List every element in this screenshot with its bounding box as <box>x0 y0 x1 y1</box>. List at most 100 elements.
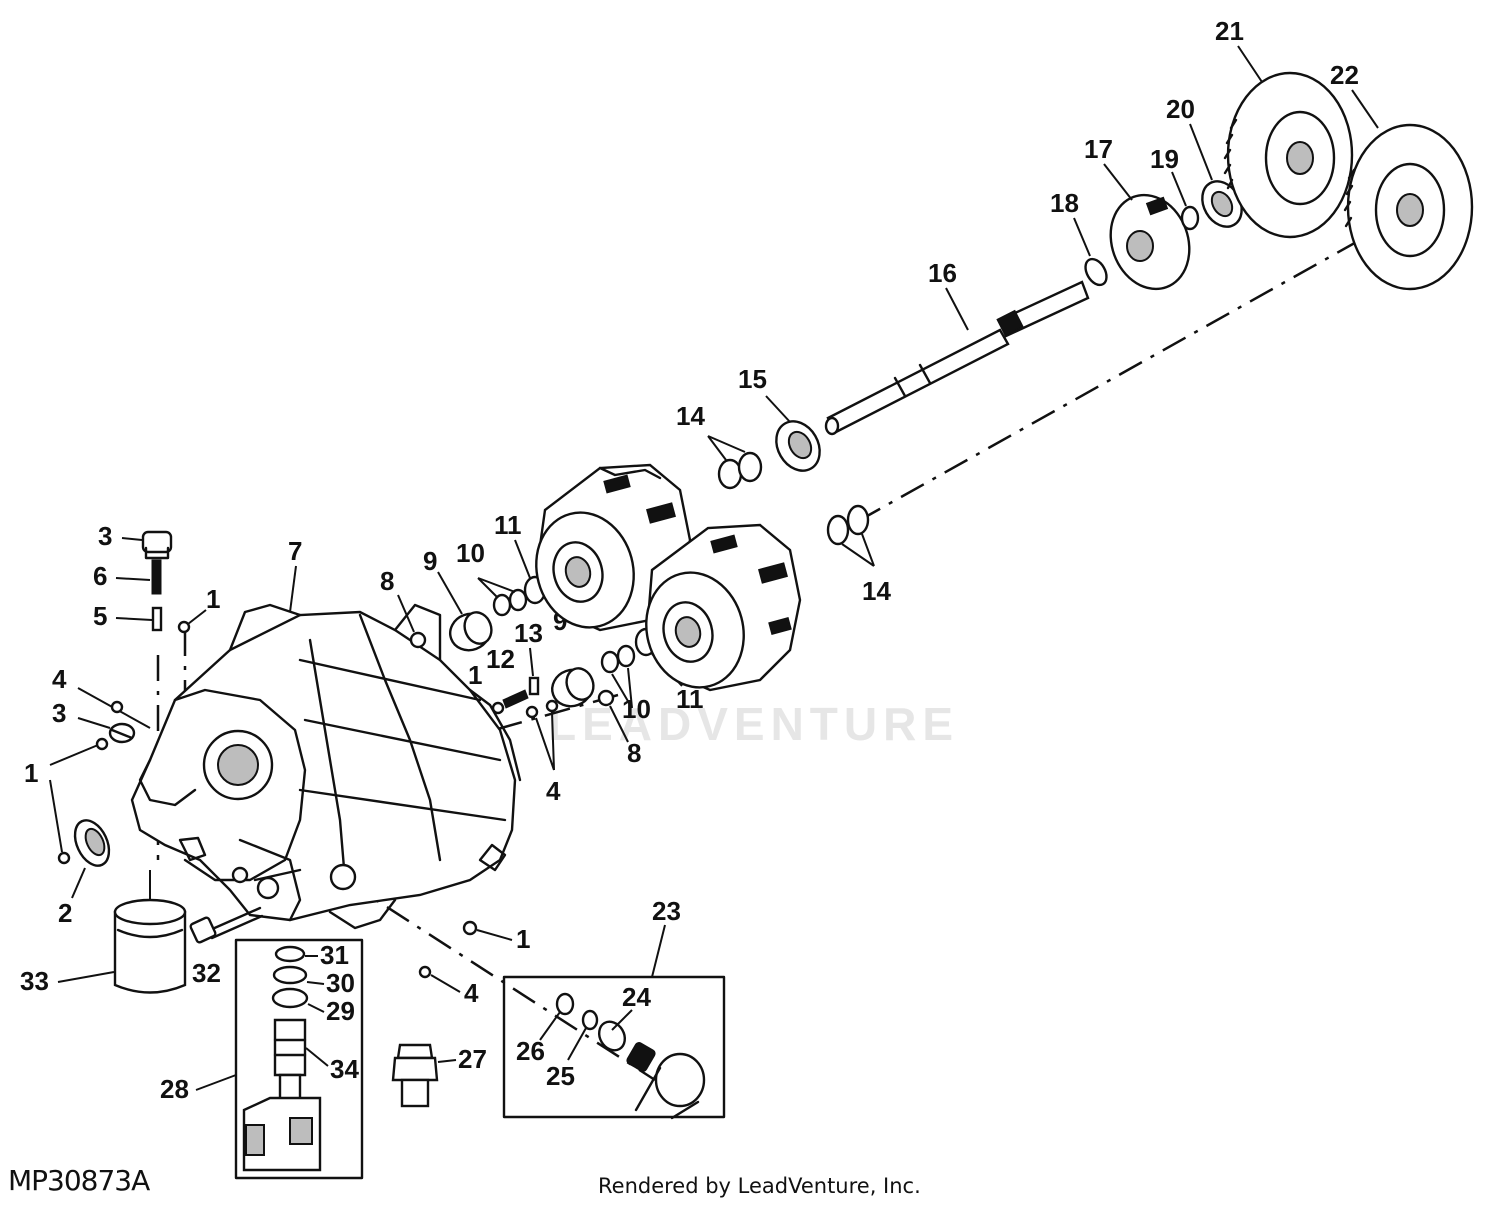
part-1-ball-left-b <box>57 851 71 865</box>
callout-8-top: 8 <box>380 566 415 633</box>
callout-28: 28 <box>160 1074 237 1104</box>
part-3-plug-left <box>108 722 136 744</box>
callout-10-lower: 10 <box>622 694 651 724</box>
part-23-relief-kit-box <box>502 975 726 1120</box>
svg-text:28: 28 <box>160 1074 189 1104</box>
part-13-pin <box>528 676 540 696</box>
part-21-gear <box>1223 71 1354 239</box>
callout-21: 21 <box>1215 16 1263 83</box>
svg-text:11: 11 <box>494 510 522 540</box>
callout-5: 5 <box>93 601 153 631</box>
callout-20: 20 <box>1166 94 1213 181</box>
part-1-ball-mid <box>491 701 505 715</box>
leader-9-upper <box>437 571 463 615</box>
svg-text:19: 19 <box>1150 144 1179 174</box>
figure-id: MP30873A <box>8 1164 150 1197</box>
callout-30: 30 <box>306 968 355 998</box>
svg-text:34: 34 <box>330 1054 359 1084</box>
callout-7: 7 <box>288 536 302 613</box>
transaxle-housing <box>130 603 522 930</box>
part-6-spring <box>151 559 162 595</box>
callout-23: 23 <box>651 896 681 978</box>
part-14-washers-lower <box>826 504 875 567</box>
svg-text:26: 26 <box>516 1036 545 1066</box>
svg-text:18: 18 <box>1050 188 1079 218</box>
svg-text:8: 8 <box>380 566 394 596</box>
svg-text:23: 23 <box>652 896 681 926</box>
part-16-shaft <box>824 280 1090 436</box>
callout-15: 15 <box>738 364 791 423</box>
part-28-valve-box <box>234 938 364 1180</box>
part-4-balls-mid <box>525 699 559 771</box>
svg-text:3: 3 <box>52 698 66 728</box>
part-12-spring <box>502 689 529 709</box>
callout-4-lower: 4 <box>430 974 479 1008</box>
part-10-washers-lower <box>600 644 636 709</box>
callout-3-top: 3 <box>98 521 143 551</box>
svg-text:11: 11 <box>676 684 704 714</box>
svg-text:1: 1 <box>24 758 38 788</box>
callout-9-upper: 9 <box>423 546 437 576</box>
callout-10-upper: 10 <box>456 538 485 568</box>
callout-8-lower: 8 <box>609 705 641 768</box>
callout-18: 18 <box>1050 188 1091 257</box>
svg-text:30: 30 <box>326 968 355 998</box>
part-27-fitting <box>391 1043 439 1108</box>
part-2-seal <box>73 819 111 867</box>
part-15-bearing <box>775 420 821 472</box>
part-22-gear <box>1343 123 1474 291</box>
svg-text:17: 17 <box>1084 134 1113 164</box>
svg-text:29: 29 <box>326 996 355 1026</box>
svg-text:21: 21 <box>1215 16 1244 46</box>
callout-6: 6 <box>93 561 151 591</box>
callout-1-left: 1 <box>24 744 99 853</box>
callout-1-mid: 1 <box>468 660 482 690</box>
callout-1-lower: 1 <box>476 924 530 954</box>
callout-4-left: 4 <box>52 664 151 729</box>
svg-text:7: 7 <box>288 536 302 566</box>
callout-34: 34 <box>305 1047 359 1084</box>
part-17-gear-hub <box>1109 193 1191 291</box>
callout-31: 31 <box>305 940 349 970</box>
svg-text:6: 6 <box>93 561 107 591</box>
callout-24: 24 <box>611 982 651 1031</box>
svg-text:2: 2 <box>58 898 72 928</box>
svg-text:25: 25 <box>546 1061 575 1091</box>
part-5-pin <box>151 606 163 632</box>
part-4-ball-left <box>110 700 124 714</box>
svg-text:15: 15 <box>738 364 767 394</box>
axis-line-lower <box>344 878 656 1082</box>
part-33-oil-filter <box>113 870 187 994</box>
svg-text:31: 31 <box>320 940 349 970</box>
callout-32: 32 <box>192 958 221 988</box>
callout-17: 17 <box>1084 134 1133 201</box>
callout-2: 2 <box>58 867 86 928</box>
callout-12: 12 <box>486 644 515 674</box>
callout-13: 13 <box>514 618 543 648</box>
callout-25: 25 <box>546 1027 587 1091</box>
part-9-bearing-upper <box>449 611 493 652</box>
part-18-snap-ring <box>1084 257 1108 287</box>
part-20-bearing <box>1201 180 1243 228</box>
callout-14-lower: 14 <box>862 576 891 606</box>
svg-text:16: 16 <box>928 258 957 288</box>
svg-text:5: 5 <box>93 601 107 631</box>
part-32-bolt <box>189 906 264 944</box>
callout-4-mid: 4 <box>546 776 561 806</box>
part-4-ball-lower <box>418 965 432 979</box>
callout-22: 22 <box>1330 60 1379 129</box>
callout-1-top: 1 <box>187 584 220 625</box>
part-9-bearing-lower <box>551 667 595 708</box>
part-8-plug-lower <box>597 689 615 707</box>
svg-text:4: 4 <box>464 978 479 1008</box>
callout-14-upper: 14 <box>676 401 705 431</box>
axis-line-upper <box>859 238 1361 522</box>
drive-drum-right <box>645 523 802 692</box>
callout-33: 33 <box>20 966 115 996</box>
part-1-ball-left-a <box>95 737 109 751</box>
svg-text:3: 3 <box>98 521 112 551</box>
part-3-cap-top <box>141 530 173 560</box>
svg-text:4: 4 <box>52 664 67 694</box>
callout-16: 16 <box>928 258 969 331</box>
